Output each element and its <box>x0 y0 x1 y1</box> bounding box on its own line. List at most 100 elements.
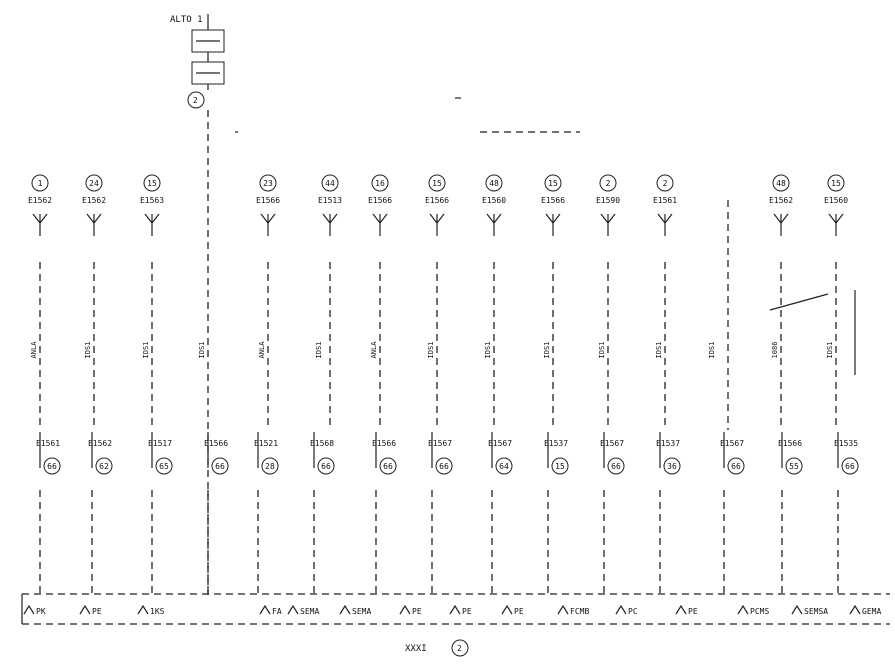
branch-node-circle <box>485 174 503 192</box>
bottom-node-label: 66 <box>215 462 225 471</box>
branch-node-circle <box>31 174 49 192</box>
cable-label: IDS1 <box>826 342 834 359</box>
bottom-node-label: 64 <box>499 462 509 471</box>
bottom-node-label: 66 <box>439 462 449 471</box>
bottom-node-circle <box>379 457 397 475</box>
bottom-node-label: 36 <box>667 462 677 471</box>
bottom-node-circle <box>607 457 625 475</box>
branch-node-circle <box>772 174 790 192</box>
bottom-node-label: 65 <box>159 462 169 471</box>
bottom-node-circle <box>727 457 745 475</box>
branch-node-circle <box>428 174 446 192</box>
bottom-branch: E1568 66 <box>310 432 335 594</box>
source-label: ALTO 1 <box>170 15 203 25</box>
title-node-circle <box>451 639 469 657</box>
bottom-code: E1566 <box>778 439 802 448</box>
branch-node-label: 2 <box>606 179 611 188</box>
bottom-node-label: 66 <box>47 462 57 471</box>
bottom-code: E1517 <box>148 439 172 448</box>
bottom-code: E1567 <box>488 439 512 448</box>
bottom-node-label: 66 <box>321 462 331 471</box>
branch-node-circle <box>599 174 617 192</box>
bottom-branch: E1567 64 <box>488 432 513 594</box>
bottom-node-label: 15 <box>555 462 565 471</box>
bus-tap-symbol <box>849 604 861 615</box>
bottom-node-circle <box>841 457 859 475</box>
bus-tap-symbol <box>259 604 271 615</box>
bottom-node-label: 66 <box>731 462 741 471</box>
cable-label: IDS1 <box>427 342 435 359</box>
bottom-node-circle <box>211 457 229 475</box>
bottom-node-circle <box>261 457 279 475</box>
bus-label: PE <box>412 607 422 616</box>
branch-code: E1561 <box>653 196 677 205</box>
branch-node-label: 48 <box>776 179 786 188</box>
cable-label: IDS1 <box>315 342 323 359</box>
cable-label: IDS1 <box>598 342 606 359</box>
bus-label: PCMS <box>750 607 769 616</box>
branch-node-label: 44 <box>325 179 335 188</box>
bottom-branch: E1567 66 <box>428 432 453 594</box>
branch-code: E1566 <box>368 196 392 205</box>
bottom-node-circle <box>43 457 61 475</box>
bottom-code: E1521 <box>254 439 278 448</box>
branch-node-label: 2 <box>663 179 668 188</box>
bottom-code: E1561 <box>36 439 60 448</box>
bottom-node-circle <box>435 457 453 475</box>
bottom-node-circle <box>155 457 173 475</box>
branch-node-label: 15 <box>147 179 157 188</box>
bottom-node-circle <box>785 457 803 475</box>
bus-tap-symbol <box>501 604 513 615</box>
branch-node-label: 48 <box>489 179 499 188</box>
branch-code: E1566 <box>541 196 565 205</box>
bottom-node-label: 62 <box>99 462 109 471</box>
bottom-node-label: 55 <box>789 462 799 471</box>
branch-node-label: 16 <box>375 179 385 188</box>
branch-code: E1560 <box>482 196 506 205</box>
bus-tap-symbol <box>675 604 687 615</box>
bus-label: PC <box>628 607 638 616</box>
bus-label: SEMA <box>300 607 319 616</box>
bottom-code: E1567 <box>720 439 744 448</box>
branch-code: E1562 <box>769 196 793 205</box>
branch-node-circle <box>85 174 103 192</box>
bus-label: SEMSA <box>804 607 828 616</box>
cable-label: 1086 <box>771 342 779 359</box>
cable-label: ANLA <box>370 341 378 359</box>
top-branches: 1E156224E156215E156323E156644E151316E156… <box>28 174 856 430</box>
bus-label: FA <box>272 607 282 616</box>
bus-tap-symbol <box>23 604 35 615</box>
cable-label: IDS1 <box>655 342 663 359</box>
branch-code: E1566 <box>425 196 449 205</box>
cable-label: IDS1 <box>198 342 206 359</box>
bottom-code: E1566 <box>204 439 228 448</box>
bottom-branches: E156166E156262E151765E156666E152128E1568… <box>36 432 859 594</box>
branch-node-label: 24 <box>89 179 99 188</box>
branch-node-label: 23 <box>263 179 273 188</box>
cable-label: IDS1 <box>142 342 150 359</box>
bus-label: FCMB <box>570 607 589 616</box>
cable-label: IDS1 <box>84 342 92 359</box>
bottom-branch: E1517 65 <box>148 432 173 594</box>
bus-tap-symbol <box>557 604 569 615</box>
branch-node-label: 15 <box>432 179 442 188</box>
branch-code: E1562 <box>82 196 106 205</box>
bottom-code: E1567 <box>428 439 452 448</box>
bottom-code: E1568 <box>310 439 334 448</box>
